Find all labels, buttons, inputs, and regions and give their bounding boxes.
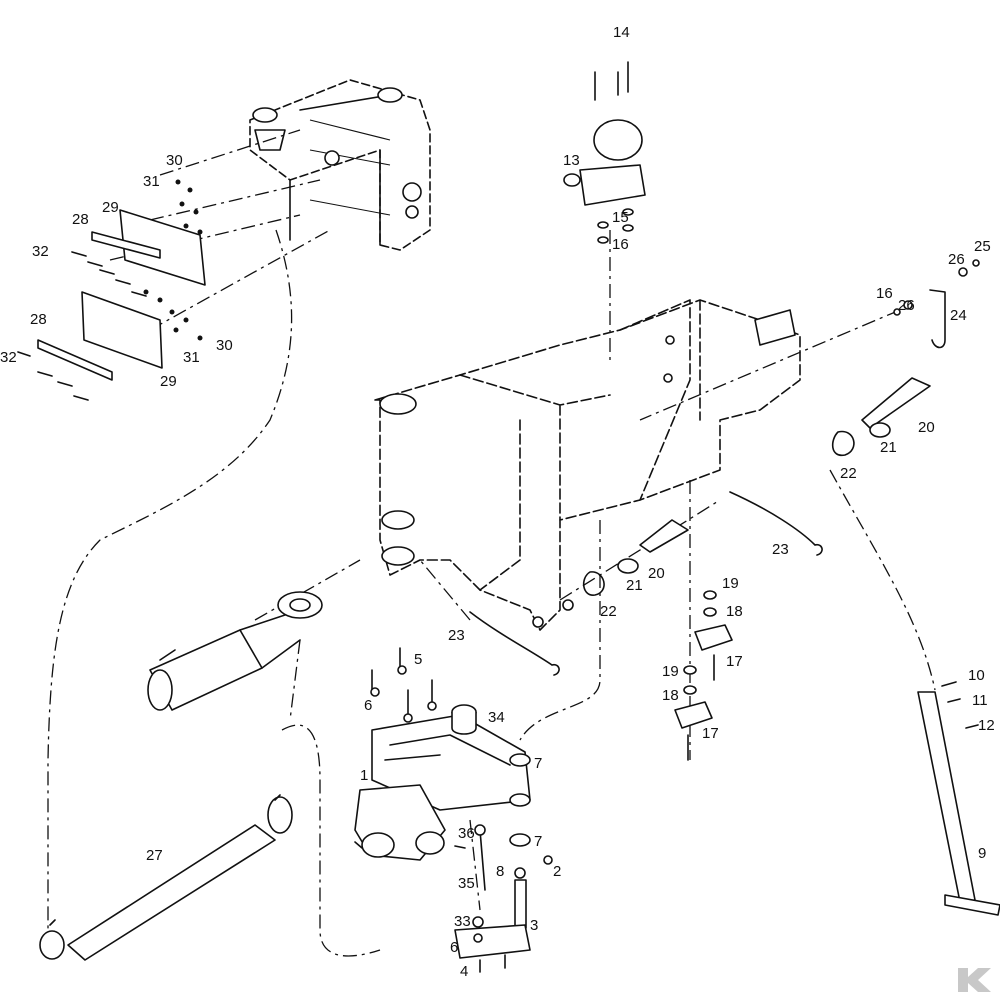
callout-18: 18 <box>726 603 743 620</box>
callout-3: 3 <box>530 917 538 934</box>
callout-19: 19 <box>722 575 739 592</box>
callout-10: 10 <box>968 667 985 684</box>
callout-17: 17 <box>726 653 743 670</box>
callout-7: 7 <box>534 755 542 772</box>
callout-24: 24 <box>950 307 967 324</box>
callout-9: 9 <box>978 845 986 862</box>
callout-21: 21 <box>626 577 643 594</box>
callout-28: 28 <box>30 311 47 328</box>
callout-13: 13 <box>563 152 580 169</box>
callout-22: 22 <box>600 603 617 620</box>
callout-29: 29 <box>102 199 119 216</box>
callout-1: 1 <box>360 767 368 784</box>
callout-33: 33 <box>454 913 471 930</box>
assembly-center-lines <box>47 129 936 957</box>
callout-25: 25 <box>974 238 991 255</box>
callout-labels: 14 13 15 16 30 31 29 28 32 28 32 29 31 3… <box>0 24 995 980</box>
callout-2: 2 <box>553 863 561 880</box>
hydraulic-cylinder <box>147 591 323 711</box>
callout-32: 32 <box>32 243 49 260</box>
callout-23: 23 <box>772 541 789 558</box>
callout-31: 31 <box>183 349 200 366</box>
callout-8: 8 <box>496 863 504 880</box>
accumulator-assembly <box>563 61 646 244</box>
callout-12: 12 <box>978 717 995 734</box>
callout-18: 18 <box>662 687 679 704</box>
callout-4: 4 <box>460 963 468 980</box>
shield-plates <box>37 209 206 381</box>
headstock-frame <box>249 79 431 251</box>
kverneland-k-logo-icon <box>958 968 991 992</box>
callout-11: 11 <box>972 692 988 709</box>
callout-36: 36 <box>458 825 475 842</box>
callout-5: 5 <box>414 651 422 668</box>
callout-26: 26 <box>898 297 915 314</box>
callout-17: 17 <box>702 725 719 742</box>
callout-19: 19 <box>662 663 679 680</box>
tie-rod-27 <box>39 794 293 961</box>
callout-28: 28 <box>72 211 89 228</box>
callout-16: 16 <box>876 285 893 302</box>
clamp-blocks <box>674 590 733 761</box>
callout-27: 27 <box>146 847 163 864</box>
small-fasteners-left <box>17 179 203 401</box>
callout-20: 20 <box>648 565 665 582</box>
callout-21: 21 <box>880 439 897 456</box>
callout-15: 15 <box>612 209 629 226</box>
callout-16: 16 <box>612 236 629 253</box>
callout-30: 30 <box>166 152 183 169</box>
callout-23: 23 <box>448 627 465 644</box>
main-frame <box>374 299 801 631</box>
callout-30: 30 <box>216 337 233 354</box>
callout-32: 32 <box>0 349 17 366</box>
callout-31: 31 <box>143 173 160 190</box>
callout-7: 7 <box>534 833 542 850</box>
callout-35: 35 <box>458 875 475 892</box>
callout-26: 26 <box>948 251 965 268</box>
callout-34: 34 <box>488 709 505 726</box>
callout-29: 29 <box>160 373 177 390</box>
parking-stand <box>917 681 1000 916</box>
pins-and-chains <box>469 259 980 676</box>
gearbox-assembly <box>354 647 553 973</box>
callout-22: 22 <box>840 465 857 482</box>
callout-20: 20 <box>918 419 935 436</box>
callout-14: 14 <box>613 24 630 41</box>
callout-6: 6 <box>364 697 372 714</box>
callout-6: 6 <box>450 939 458 956</box>
